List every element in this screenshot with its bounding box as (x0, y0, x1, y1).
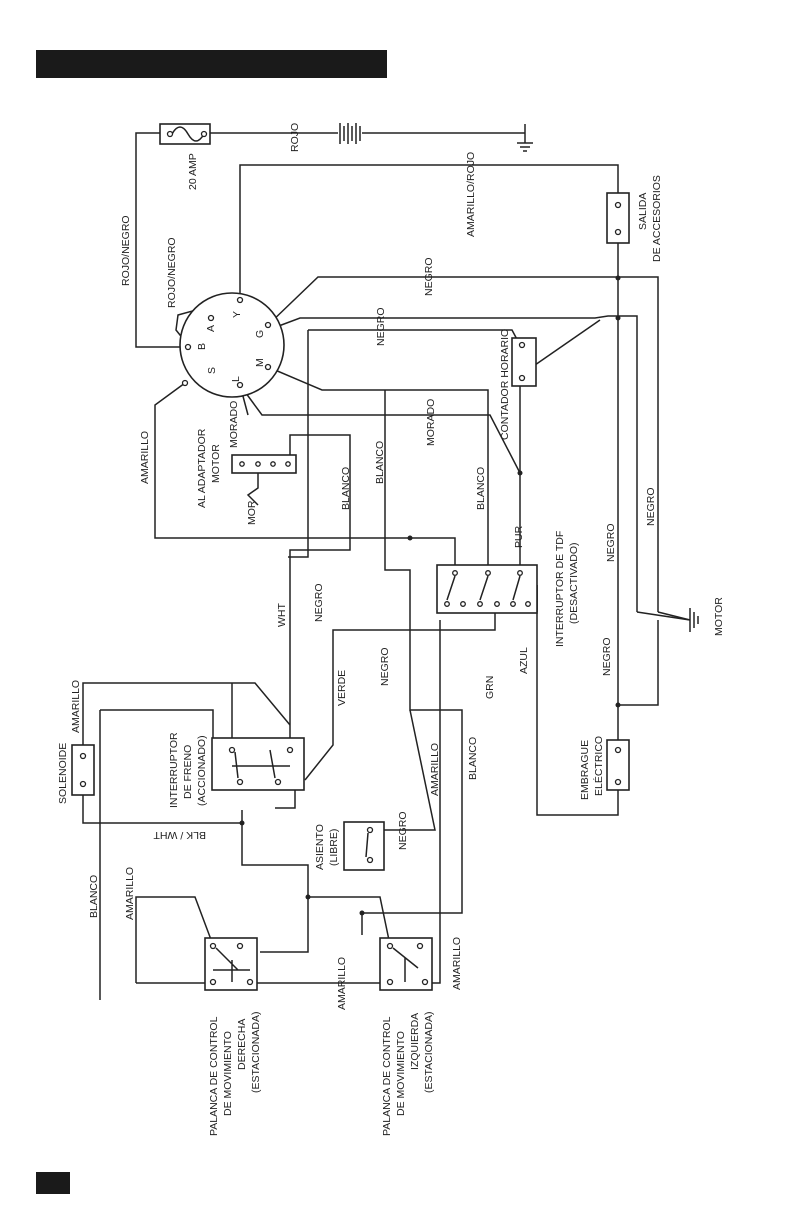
terminal-m: M (254, 358, 266, 367)
label-adaptador-2: MOTOR (210, 444, 222, 483)
solenoid (71, 744, 95, 796)
seat-switch (343, 821, 385, 871)
accessory-outlet (606, 192, 630, 244)
terminal-g: G (254, 330, 266, 338)
label-lever-l-3: IZQUIERDA (409, 1013, 421, 1070)
label-amarillo-right-bottom: AMARILLO (451, 937, 463, 990)
engine-adapter-connector (231, 454, 297, 474)
terminal-a: A (205, 325, 217, 332)
ignition-switch (179, 292, 285, 398)
terminal-b: B (196, 343, 208, 350)
brake-switch (211, 737, 305, 791)
label-morado-key: MORADO (228, 401, 240, 448)
label-freno-2: DE FRENO (182, 745, 194, 799)
hour-meter (511, 337, 537, 387)
label-negro-brake: NEGRO (313, 583, 325, 622)
label-contador-horario: CONTADOR HORARIO (499, 329, 511, 440)
label-blanco-left: BLANCO (88, 875, 100, 918)
label-lever-r-3: DERECHA (236, 1019, 248, 1070)
label-negro-mid: NEGRO (375, 307, 387, 346)
terminal-s: S (206, 367, 218, 374)
battery-symbol (339, 123, 361, 144)
label-solenoide: SOLENOIDE (57, 743, 69, 804)
label-blanco-3: BLANCO (475, 467, 487, 510)
label-mor: MOR (246, 500, 258, 525)
label-lever-r-4: (ESTACIONADA) (250, 1012, 262, 1093)
label-blanco-center: BLANCO (467, 737, 479, 780)
label-adaptador-1: AL ADAPTADOR (196, 428, 208, 508)
label-amarillo-center: AMARILLO (429, 743, 441, 796)
label-20amp: 20 AMP (187, 153, 199, 190)
label-asiento-1: ASIENTO (314, 824, 326, 870)
page-number-tab (36, 1172, 70, 1194)
label-blanco-2: BLANCO (374, 441, 386, 484)
label-negro-top: NEGRO (423, 257, 435, 296)
label-lever-l-4: (ESTACIONADA) (423, 1012, 435, 1093)
label-motor: MOTOR (713, 597, 725, 636)
label-amarillo-left: AMARILLO (124, 867, 136, 920)
label-negro-right-2: NEGRO (605, 523, 617, 562)
label-pur: PUR (513, 525, 525, 548)
label-lever-l-2: DE MOVIMIENTO (395, 1031, 407, 1116)
label-negro-right-1: NEGRO (645, 487, 657, 526)
terminal-y: Y (231, 311, 243, 318)
label-rojo: ROJO (289, 123, 301, 152)
label-amarillo-bottom: AMARILLO (336, 957, 348, 1010)
header-bar (36, 50, 387, 78)
fuse-20amp (159, 123, 211, 145)
label-verde: VERDE (336, 670, 348, 706)
label-rojo-negro-top: ROJO/NEGRO (166, 237, 178, 308)
label-salida-1: SALIDA (637, 193, 649, 230)
label-blk-wht: BLK / WHT (153, 829, 206, 841)
label-negro-lower: NEGRO (601, 637, 613, 676)
label-salida-2: DE ACCESORIOS (651, 175, 663, 262)
label-lever-l-1: PALANCA DE CONTROL (381, 1016, 393, 1136)
label-negro-center: NEGRO (379, 647, 391, 686)
left-lever-switch (379, 937, 433, 991)
label-freno-1: INTERRUPTOR (168, 732, 180, 808)
label-morado-right: MORADO (425, 399, 437, 446)
label-amarillo-sol: AMARILLO (70, 680, 82, 733)
label-grn: GRN (484, 676, 496, 699)
label-rojo-negro-left: ROJO/NEGRO (120, 215, 132, 286)
label-embrague-1: EMBRAGUE (579, 740, 591, 800)
label-lever-r-2: DE MOVIMIENTO (222, 1031, 234, 1116)
label-blanco-1: BLANCO (340, 467, 352, 510)
label-azul: AZUL (518, 647, 530, 674)
label-lever-r-1: PALANCA DE CONTROL (208, 1016, 220, 1136)
label-tdf-2: (DESACTIVADO) (568, 543, 580, 624)
wires (82, 124, 699, 1000)
label-tdf-1: INTERRUPTOR DE TDF (554, 531, 566, 647)
label-embrague-2: ELÉCTRICO (592, 736, 605, 796)
label-asiento-2: (LIBRE) (328, 829, 340, 866)
junction-dots (239, 275, 621, 916)
terminal-l: L (230, 376, 242, 382)
right-lever-switch (204, 937, 258, 991)
label-wht: WHT (276, 603, 288, 627)
label-freno-3: (ACCIONADO) (196, 735, 208, 806)
label-amarillo-key: AMARILLO (139, 431, 151, 484)
label-negro-seat: NEGRO (397, 811, 409, 850)
electric-clutch (606, 739, 630, 791)
pto-switch (436, 564, 538, 614)
label-amarillo-rojo: AMARILLO/ROJO (465, 152, 477, 237)
